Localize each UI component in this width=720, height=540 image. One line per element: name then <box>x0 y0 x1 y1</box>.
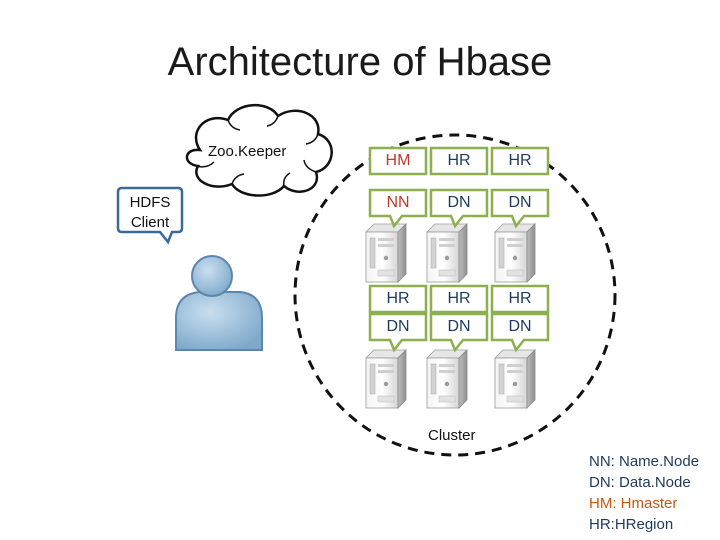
node-callouts <box>368 146 550 353</box>
node-6-bottom-label: DN <box>508 318 532 335</box>
server-icon <box>494 223 536 283</box>
cluster-label: Cluster <box>428 427 476 444</box>
legend-dn: DN: Data.Node <box>589 474 691 491</box>
node-2-top-label: HR <box>447 152 471 169</box>
server-icon <box>365 349 407 409</box>
hdfs-client-label-line1: HDFS <box>129 194 171 211</box>
node-3-top-label: HR <box>508 152 532 169</box>
node-1-bottom-label: NN <box>386 194 410 211</box>
server-icon <box>494 349 536 409</box>
page-title: Architecture of Hbase <box>167 40 553 84</box>
zookeeper-cloud <box>185 103 333 197</box>
legend-hr: HR:HRegion <box>589 516 674 533</box>
person-icon <box>175 255 263 351</box>
legend-hm: HM: Hmaster <box>589 495 678 512</box>
hdfs-client-label: HDFS Client <box>120 193 180 233</box>
hdfs-client-callout <box>116 186 184 245</box>
node-5-top-label: HR <box>447 290 471 307</box>
server-icon <box>365 223 407 283</box>
server-icon <box>426 349 468 409</box>
cluster-boundary <box>293 133 617 457</box>
zookeeper-label: Zoo.Keeper <box>208 143 287 160</box>
hdfs-client-label-line2: Client <box>130 214 170 231</box>
node-4-bottom-label: DN <box>386 318 410 335</box>
node-4-top-label: HR <box>386 290 410 307</box>
node-1-top-label: HM <box>385 152 411 169</box>
node-5-bottom-label: DN <box>447 318 471 335</box>
node-3-bottom-label: DN <box>508 194 532 211</box>
legend-nn: NN: Name.Node <box>589 453 700 470</box>
node-2-bottom-label: DN <box>447 194 471 211</box>
server-icon <box>426 223 468 283</box>
node-6-top-label: HR <box>508 290 532 307</box>
legend: NN: Name.Node DN: Data.Node HM: Hmaster … <box>589 451 699 535</box>
